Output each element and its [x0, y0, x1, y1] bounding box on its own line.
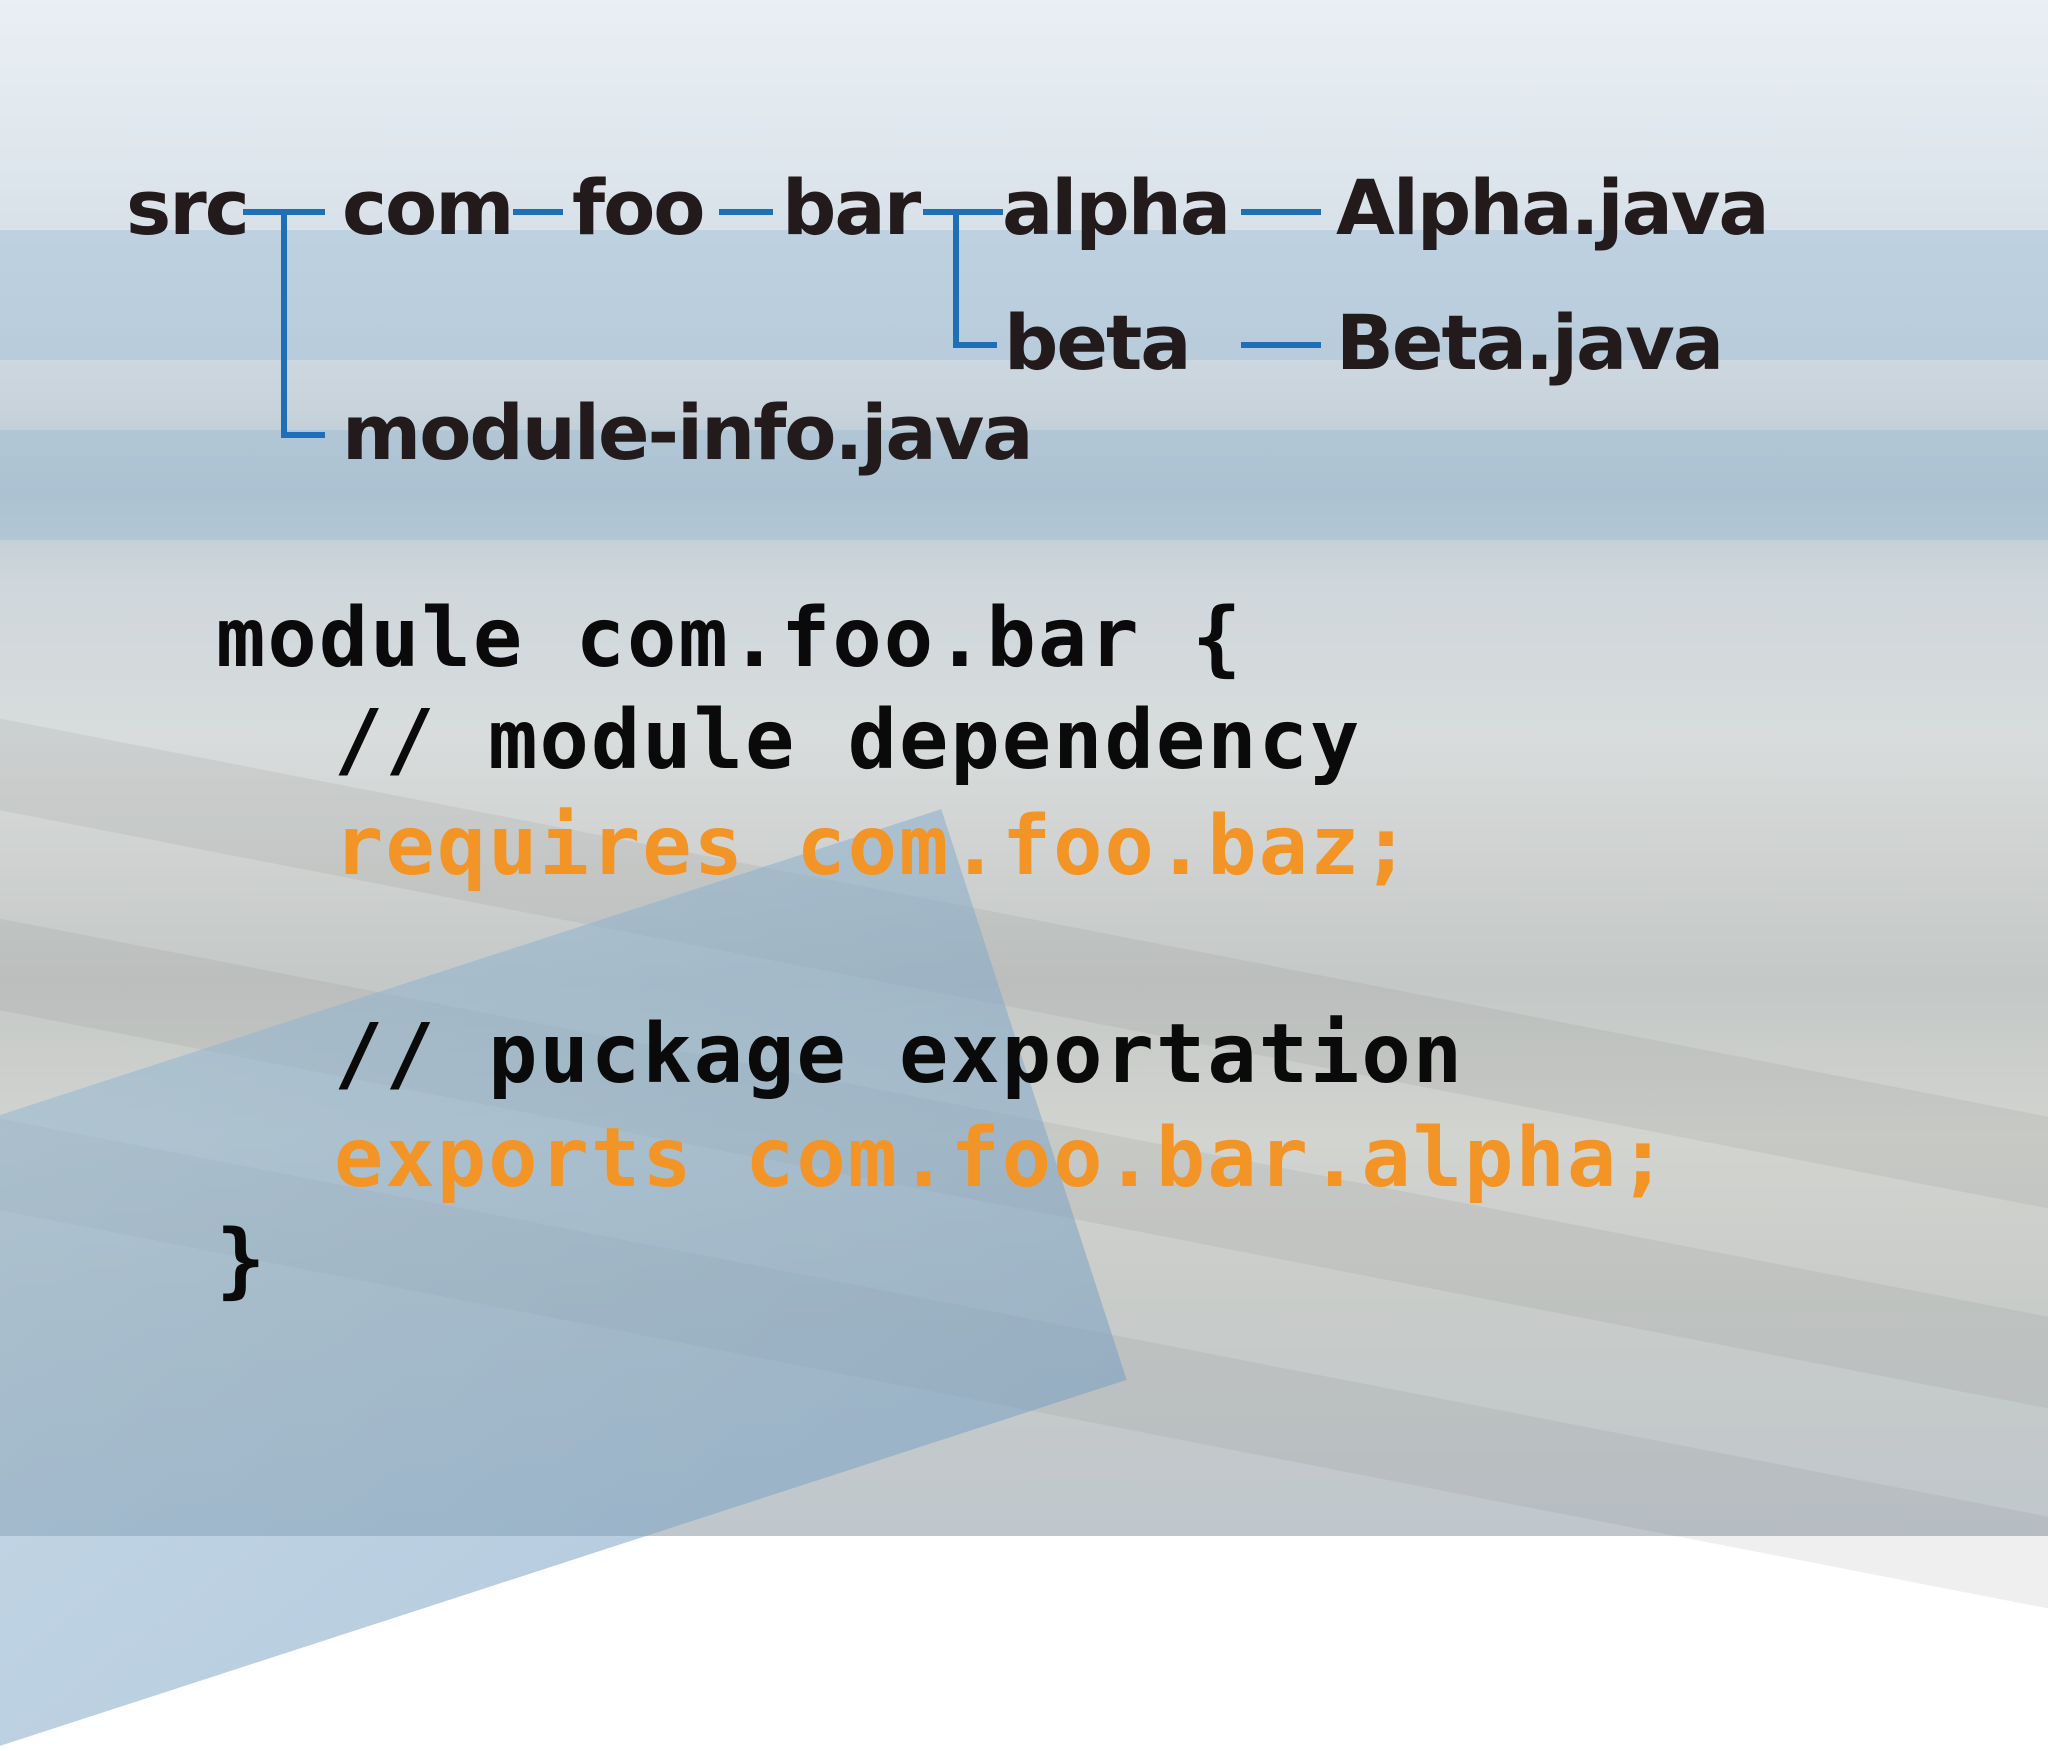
- tree-connectors: [243, 209, 1321, 438]
- tree-node-beta: beta: [1004, 298, 1192, 387]
- tree-file-alpha: Alpha.java: [1336, 163, 1770, 252]
- tree-file-module-info: module-info.java: [342, 388, 1034, 477]
- code-comment-exportation: // puckage exportation: [334, 1007, 1465, 1102]
- tree-node-alpha: alpha: [1002, 163, 1231, 252]
- code-line-exports: exports com.foo.bar.alpha;: [334, 1111, 1670, 1206]
- tree-node-bar: bar: [782, 163, 921, 252]
- code-line-close-brace: }: [216, 1213, 268, 1308]
- code-line-module-decl: module com.foo.bar {: [216, 591, 1244, 686]
- tree-node-com: com: [342, 163, 514, 252]
- tree-node-foo: foo: [572, 163, 705, 252]
- code-comment-dependency: // module dependency: [334, 693, 1362, 788]
- tree-file-beta: Beta.java: [1336, 298, 1724, 387]
- code-line-requires: requires com.foo.baz;: [334, 799, 1413, 894]
- tree-node-src: src: [126, 163, 250, 252]
